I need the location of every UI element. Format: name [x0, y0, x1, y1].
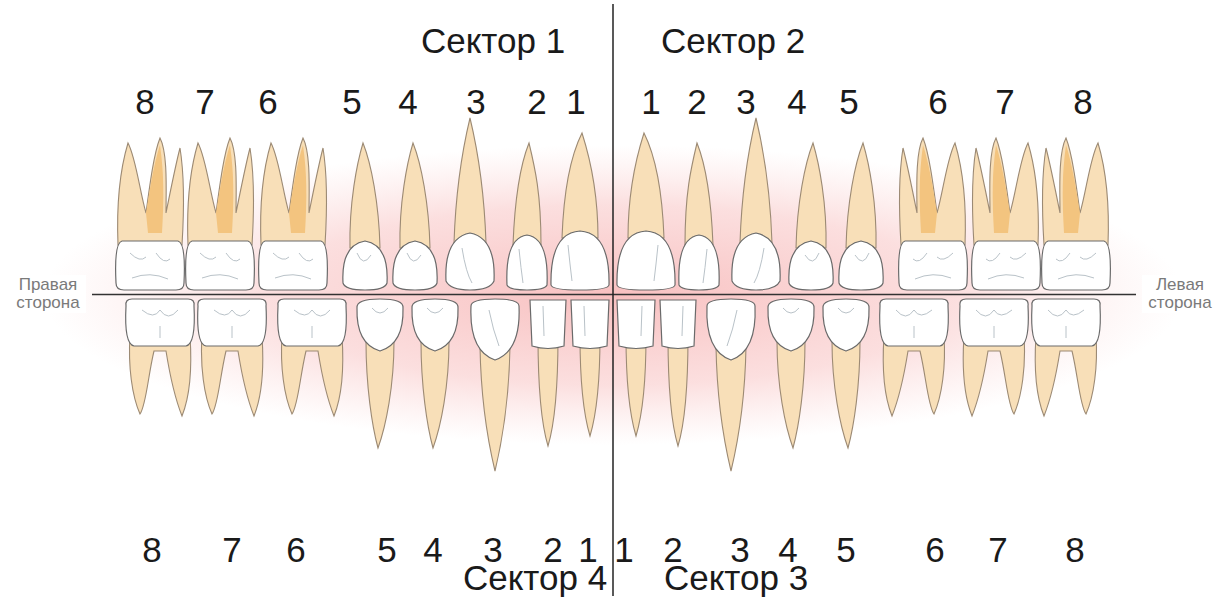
tooth-number: 3	[466, 84, 485, 119]
tooth-number: 8	[142, 532, 161, 567]
occlusal-line	[92, 294, 1136, 296]
tooth-number: 8	[1065, 532, 1084, 567]
tooth-number: 1	[566, 84, 585, 119]
side-label: Левая сторона	[1142, 275, 1218, 313]
tooth-number: 6	[928, 84, 947, 119]
tooth-number: 3	[736, 84, 755, 119]
tooth-number: 7	[988, 532, 1007, 567]
tooth-number: 6	[258, 84, 277, 119]
tooth-number: 8	[1073, 84, 1092, 119]
tooth-number: 6	[925, 532, 944, 567]
tooth-number: 4	[787, 84, 806, 119]
tooth-number: 5	[836, 532, 855, 567]
tooth-number: 7	[222, 532, 241, 567]
sector-label: Сектор 2	[661, 23, 805, 58]
tooth-number: 1	[641, 84, 660, 119]
sector-label: Сектор 3	[664, 560, 808, 595]
tooth-number: 2	[687, 84, 706, 119]
tooth-number: 6	[286, 532, 305, 567]
tooth-number: 2	[527, 84, 546, 119]
tooth-number: 4	[398, 84, 417, 119]
tooth-number: 1	[614, 532, 633, 567]
tooth-number: 5	[342, 84, 361, 119]
sector-label: Сектор 4	[463, 560, 607, 595]
sector-label: Сектор 1	[421, 23, 565, 58]
tooth-number: 8	[135, 84, 154, 119]
midline	[612, 4, 614, 596]
tooth-number: 4	[423, 532, 442, 567]
tooth-number: 7	[195, 84, 214, 119]
tooth-number: 5	[839, 84, 858, 119]
tooth-number: 7	[995, 84, 1014, 119]
side-label: Правая сторона	[10, 275, 86, 313]
tooth-number: 5	[377, 532, 396, 567]
